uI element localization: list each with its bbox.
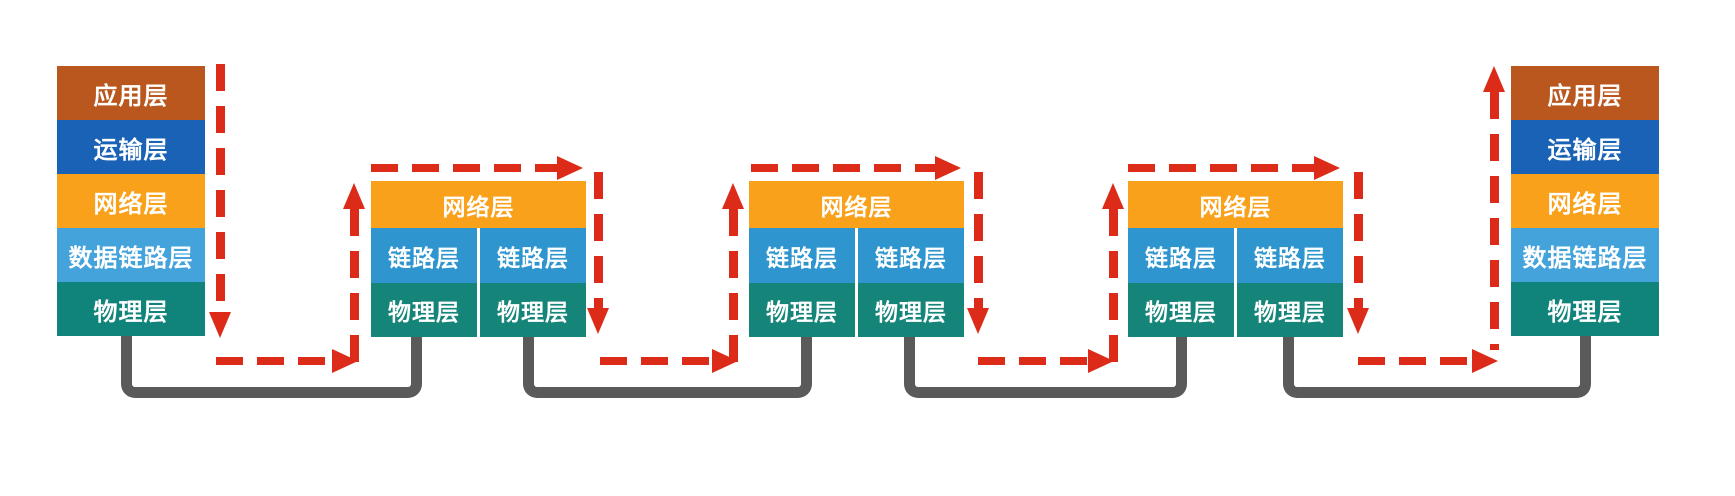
host-right-datalink-layer: 数据链路层 xyxy=(1511,228,1659,282)
host-right-transport-layer: 运输层 xyxy=(1511,120,1659,174)
host-left-physical-layer: 物理层 xyxy=(57,282,205,336)
router-3-interface-columns: 链路层 物理层 链路层 物理层 xyxy=(1128,228,1343,337)
router-2-interface-right: 链路层 物理层 xyxy=(858,228,964,337)
host-left-network-layer: 网络层 xyxy=(57,174,205,228)
arrow-head xyxy=(209,312,231,338)
router-3-interface-right: 链路层 物理层 xyxy=(1237,228,1343,337)
router-3-link-layer-right: 链路层 xyxy=(1237,228,1343,283)
router-2-link-layer-left: 链路层 xyxy=(749,228,855,283)
physical-cable-link-2 xyxy=(523,320,812,398)
arrow-head xyxy=(1314,156,1340,180)
host-left-application-layer: 应用层 xyxy=(57,66,205,120)
arrow-head xyxy=(343,183,365,209)
router-2-interface-columns: 链路层 物理层 链路层 物理层 xyxy=(749,228,964,337)
arrow-head xyxy=(1347,308,1369,334)
arrow-dash-line xyxy=(350,209,359,363)
router-1-interface-left: 链路层 物理层 xyxy=(371,228,477,337)
router-3-link-layer-left: 链路层 xyxy=(1128,228,1234,283)
router-1-link-layer-right: 链路层 xyxy=(480,228,586,283)
host-right-network-layer: 网络层 xyxy=(1511,174,1659,228)
arrow-dash-line xyxy=(978,357,1088,365)
router-3-network-layer: 网络层 xyxy=(1128,181,1343,228)
arrow-head xyxy=(557,156,583,180)
host-right-application-layer: 应用层 xyxy=(1511,66,1659,120)
router-1-physical-layer-right: 物理层 xyxy=(480,283,586,337)
physical-cable-link-4 xyxy=(1283,320,1591,398)
router-2-link-layer-right: 链路层 xyxy=(858,228,964,283)
arrow-head xyxy=(935,156,961,180)
host-left-datalink-layer: 数据链路层 xyxy=(57,228,205,282)
arrow-dash-line xyxy=(1358,357,1472,365)
host-right-physical-layer: 物理层 xyxy=(1511,282,1659,336)
router-1: 网络层 链路层 物理层 链路层 物理层 xyxy=(371,181,586,337)
router-3-physical-layer-left: 物理层 xyxy=(1128,283,1234,337)
arrow-head xyxy=(1483,66,1505,92)
router-1-interface-columns: 链路层 物理层 链路层 物理层 xyxy=(371,228,586,337)
arrow-head xyxy=(967,308,989,334)
router-1-interface-right: 链路层 物理层 xyxy=(480,228,586,337)
router-3-interface-left: 链路层 物理层 xyxy=(1128,228,1234,337)
router-1-physical-layer-left: 物理层 xyxy=(371,283,477,337)
physical-cable-link-3 xyxy=(904,320,1187,398)
arrow-dash-line xyxy=(371,164,557,172)
arrow-dash-line xyxy=(974,172,983,308)
arrow-dash-line xyxy=(216,357,332,365)
host-left-transport-layer: 运输层 xyxy=(57,120,205,174)
arrow-dash-line xyxy=(600,357,712,365)
arrow-dash-line xyxy=(751,164,935,172)
router-2-physical-layer-left: 物理层 xyxy=(749,283,855,337)
arrow-dash-line xyxy=(594,172,603,308)
arrow-head xyxy=(1102,183,1124,209)
arrow-dash-line xyxy=(1128,164,1314,172)
router-1-network-layer: 网络层 xyxy=(371,181,586,228)
router-2: 网络层 链路层 物理层 链路层 物理层 xyxy=(749,181,964,337)
arrow-head xyxy=(587,308,609,334)
arrow-head xyxy=(1472,349,1498,373)
arrow-dash-line xyxy=(729,209,738,363)
arrow-head xyxy=(722,183,744,209)
physical-cable-link-1 xyxy=(121,320,422,398)
router-3-physical-layer-right: 物理层 xyxy=(1237,283,1343,337)
arrow-dash-line xyxy=(1109,209,1118,363)
arrow-dash-line xyxy=(1490,92,1499,350)
router-2-interface-left: 链路层 物理层 xyxy=(749,228,855,337)
router-3: 网络层 链路层 物理层 链路层 物理层 xyxy=(1128,181,1343,337)
host-left-stack: 应用层 运输层 网络层 数据链路层 物理层 xyxy=(57,66,205,336)
host-right-stack: 应用层 运输层 网络层 数据链路层 物理层 xyxy=(1511,66,1659,336)
router-2-physical-layer-right: 物理层 xyxy=(858,283,964,337)
router-1-link-layer-left: 链路层 xyxy=(371,228,477,283)
router-2-network-layer: 网络层 xyxy=(749,181,964,228)
arrow-dash-line xyxy=(216,64,225,310)
arrow-dash-line xyxy=(1354,172,1363,308)
